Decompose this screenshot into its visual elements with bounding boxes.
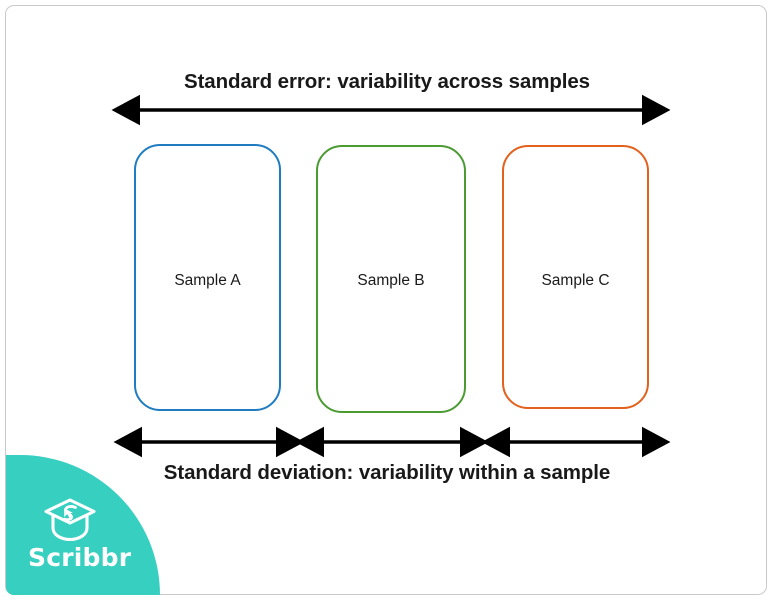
graduation-cap-icon bbox=[44, 498, 96, 542]
sample-label-c: Sample C bbox=[541, 272, 610, 289]
top-caption: Standard error: variability across sampl… bbox=[184, 70, 590, 93]
sample-label-b: Sample B bbox=[357, 272, 425, 289]
sample-label-a: Sample A bbox=[174, 272, 241, 289]
scribbr-logo-badge: Scribbr bbox=[6, 455, 160, 595]
bottom-caption: Standard deviation: variability within a… bbox=[163, 461, 611, 484]
sample-box-a bbox=[134, 144, 281, 411]
sample-box-b bbox=[316, 145, 466, 413]
sample-box-c bbox=[502, 145, 649, 409]
scribbr-wordmark: Scribbr bbox=[28, 543, 132, 572]
